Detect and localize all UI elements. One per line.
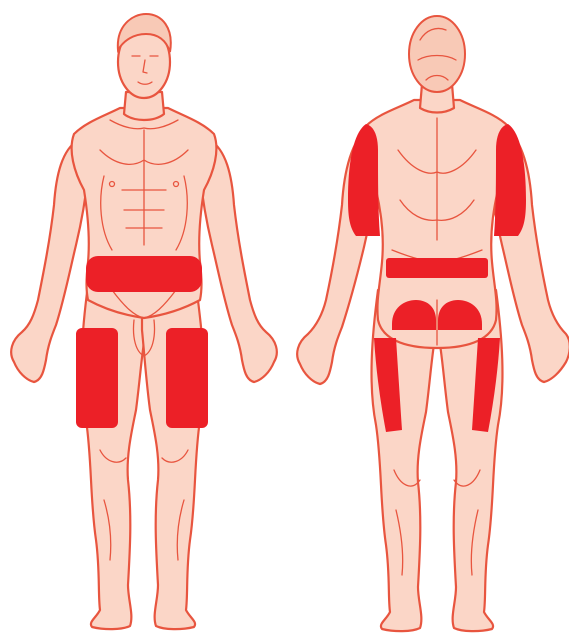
- back-head: [409, 16, 465, 92]
- back-view-figure: [297, 16, 569, 631]
- back-lower-back-site: [386, 258, 488, 278]
- front-view-figure: [11, 14, 277, 629]
- front-abdomen-site: [86, 256, 202, 292]
- front-right-thigh-site: [166, 328, 208, 428]
- back-left-upper-arm-site: [348, 124, 380, 236]
- back-right-upper-arm-site: [494, 124, 526, 236]
- front-left-thigh-site: [76, 328, 118, 428]
